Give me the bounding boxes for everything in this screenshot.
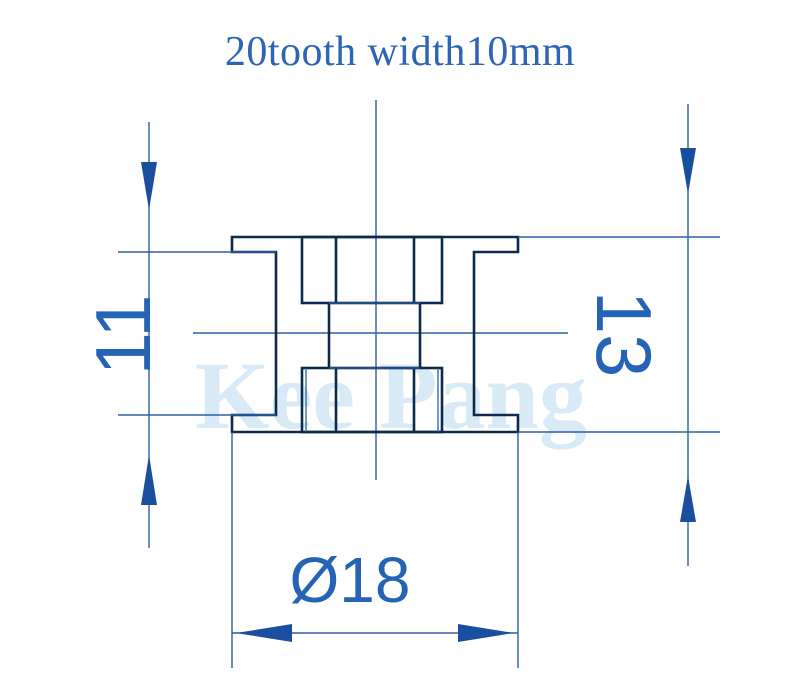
- diagram-title: 20tooth width10mm: [224, 29, 576, 75]
- arrow-up-icon: [141, 455, 157, 505]
- arrow-up-icon: [680, 476, 696, 522]
- pulley-inner-lines: [305, 302, 439, 432]
- dimension-11: 11: [79, 122, 276, 548]
- dimension-label-diameter: Ø18: [290, 544, 411, 616]
- dimension-label-13: 13: [580, 291, 668, 378]
- arrow-down-icon: [680, 148, 696, 194]
- dimension-label-11: 11: [79, 295, 167, 376]
- dimension-13: 13: [518, 104, 720, 566]
- dimension-diameter-18: Ø18: [231, 432, 519, 668]
- arrow-right-icon: [458, 624, 514, 642]
- arrow-left-icon: [236, 624, 292, 642]
- arrow-down-icon: [141, 162, 157, 210]
